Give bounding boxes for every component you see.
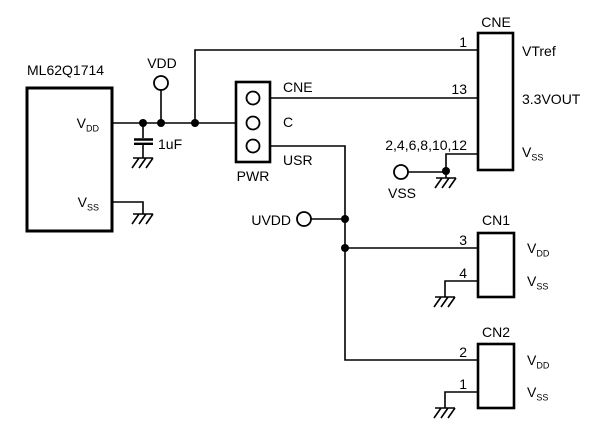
mcu-box bbox=[25, 86, 114, 233]
wire-cne-vss-pin bbox=[445, 153, 478, 178]
cn1-connector: CN1 3 4 VDD VSS bbox=[459, 212, 550, 299]
cn2-box bbox=[476, 342, 516, 410]
cne-pin-even-signal: VSS bbox=[522, 144, 543, 163]
cn1-box bbox=[476, 231, 516, 299]
wire-usr-signal bbox=[259, 145, 478, 361]
junction-dots bbox=[139, 119, 450, 252]
pwr-pin-circle-usr bbox=[245, 138, 261, 154]
capacitor bbox=[134, 138, 153, 145]
cn1-pin-bottom-number: 4 bbox=[459, 265, 467, 281]
pwr-pin-c-label: C bbox=[283, 114, 293, 130]
mcu-title: ML62Q1714 bbox=[27, 62, 104, 78]
wire-vdd-to-cne-pin1 bbox=[194, 49, 478, 123]
junction-dot bbox=[191, 119, 199, 127]
mcu-pin-vss-label: VSS bbox=[78, 194, 99, 213]
cn2-title: CN2 bbox=[482, 324, 510, 340]
cne-pin1-signal: VTref bbox=[522, 43, 556, 59]
cne-title: CNE bbox=[481, 14, 511, 30]
pwr-pin-circle-cne bbox=[245, 90, 261, 106]
cne-connector: CNE 1 13 2,4,6,8,10,12 VTref 3.3VOUT VSS bbox=[385, 14, 581, 172]
cn1-pin-top-number: 3 bbox=[459, 232, 467, 248]
cn2-pin-bottom-number: 1 bbox=[459, 376, 467, 392]
vss-terminal-label: VSS bbox=[388, 185, 416, 201]
wire-cn1-vss bbox=[444, 280, 478, 297]
pwr-connector: CNE C USR PWR bbox=[234, 79, 313, 184]
uvdd-terminal-icon bbox=[296, 211, 312, 227]
junction-dot bbox=[139, 119, 147, 127]
wire-chip-vss-ground bbox=[112, 201, 144, 214]
junction-dot bbox=[341, 215, 349, 223]
cne-box bbox=[476, 31, 515, 172]
mcu-component: ML62Q1714 VDD VSS bbox=[25, 62, 114, 233]
vdd-terminal: VDD bbox=[147, 55, 177, 91]
pwr-pin-cne-label: CNE bbox=[283, 79, 313, 95]
mcu-pin-vdd-label: VDD bbox=[77, 115, 100, 134]
junction-dot bbox=[341, 244, 349, 252]
uvdd-terminal-label: UVDD bbox=[251, 212, 291, 228]
cn2-connector: CN2 2 1 VDD VSS bbox=[459, 324, 550, 410]
cn1-pin-top-signal: VDD bbox=[527, 240, 550, 259]
vss-terminal-icon bbox=[393, 164, 409, 180]
cn2-pin-top-signal: VDD bbox=[527, 352, 550, 371]
cn1-title: CN1 bbox=[482, 212, 510, 228]
ground-icon bbox=[434, 177, 457, 189]
pwr-title: PWR bbox=[237, 168, 270, 184]
cn2-pin-top-number: 2 bbox=[459, 344, 467, 360]
cne-pin-even-numbers: 2,4,6,8,10,12 bbox=[385, 137, 467, 153]
vdd-terminal-label: VDD bbox=[147, 55, 177, 71]
wires bbox=[112, 49, 478, 408]
junction-dot bbox=[442, 167, 450, 175]
pwr-pin-circle-c bbox=[245, 115, 261, 131]
uvdd-terminal: UVDD bbox=[251, 211, 312, 228]
cn1-pin-bottom-signal: VSS bbox=[527, 273, 548, 292]
cne-pin1-number: 1 bbox=[459, 34, 467, 50]
ground-icon bbox=[131, 157, 154, 169]
ground-icon bbox=[433, 296, 456, 308]
ground-icon bbox=[433, 407, 456, 419]
vdd-terminal-icon bbox=[153, 75, 169, 91]
cne-pin13-number: 13 bbox=[451, 81, 467, 97]
wire-cn2-vss bbox=[444, 391, 478, 408]
junction-dot bbox=[157, 119, 165, 127]
vss-terminal: VSS bbox=[388, 164, 416, 201]
cn2-pin-bottom-signal: VSS bbox=[527, 384, 548, 403]
cne-pin13-signal: 3.3VOUT bbox=[522, 91, 581, 107]
ground-icon bbox=[131, 213, 154, 225]
capacitor-value-label: 1uF bbox=[158, 136, 182, 152]
pwr-pin-usr-label: USR bbox=[283, 152, 313, 168]
